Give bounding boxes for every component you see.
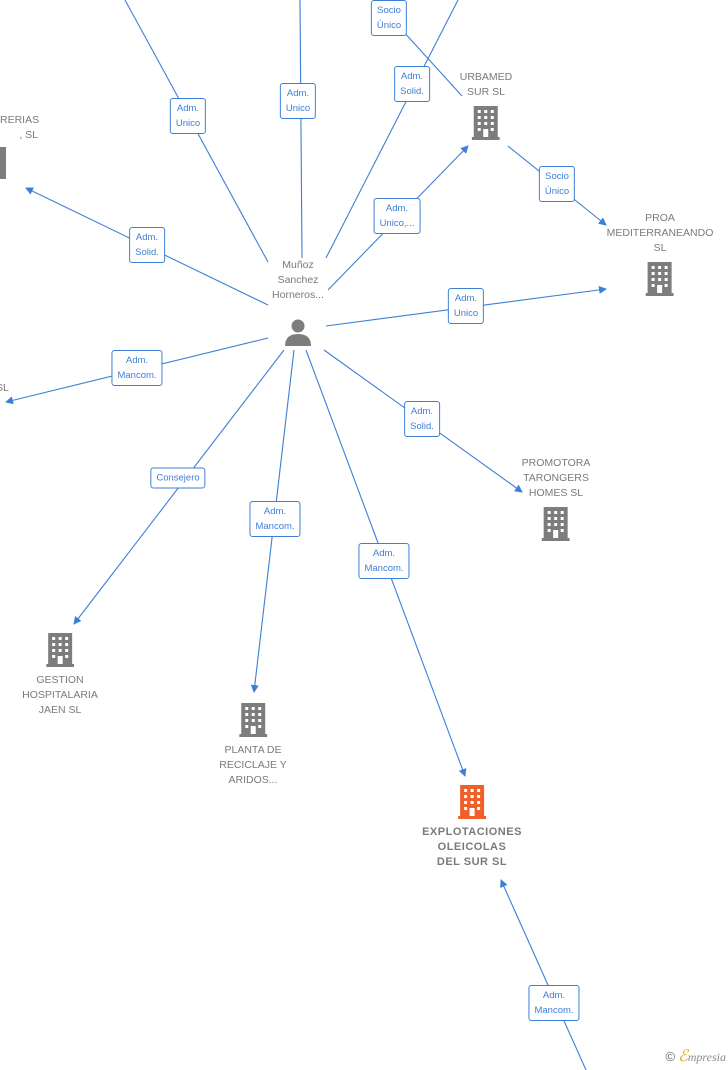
company-explotaciones-label: EXPLOTACIONES OLEICOLAS DEL SUR SL [422, 826, 522, 868]
company-left-top-label: RERIAS , SL [0, 114, 40, 141]
edge-label-urbamed[interactable]: Adm. Unico,... [373, 198, 421, 234]
building-icon [45, 633, 74, 667]
edge-label-top1[interactable]: Adm. Unico [169, 98, 207, 134]
edge-label-socio-proa[interactable]: Socio Único [538, 166, 576, 202]
empresia-logo: © ℰmpresia [665, 1048, 726, 1065]
edge-label-explotaciones[interactable]: Adm. Mancom. [358, 543, 410, 579]
company-planta[interactable]: PLANTA DE RECICLAJE Y ARIDOS... [219, 703, 287, 794]
edge-label-proa[interactable]: Adm. Unico [447, 288, 485, 324]
edge-label-promotora[interactable]: Adm. Solid. [404, 401, 440, 437]
edge-label-left-mid[interactable]: Adm. Mancom. [111, 350, 163, 386]
edge-line-top3 [325, 0, 459, 259]
company-left-mid[interactable]: SL [0, 381, 10, 396]
company-left-mid-label: SL [0, 382, 9, 394]
company-urbamed[interactable]: URBAMED SUR SL [459, 70, 513, 140]
edge-label-planta[interactable]: Adm. Mancom. [249, 501, 301, 537]
edge-label-left-top[interactable]: Adm. Solid. [129, 227, 165, 263]
building-icon [471, 106, 500, 140]
edge-label-top3[interactable]: Adm. Solid. [394, 66, 430, 102]
building-icon [542, 507, 570, 541]
edge-label-top2[interactable]: Adm. Unico [279, 83, 317, 119]
company-promotora-label: PROMOTORA TARONGERS HOMES SL [521, 457, 591, 499]
company-gestion[interactable]: GESTION HOSPITALARIA JAEN SL [22, 633, 98, 724]
edge-label-bottom[interactable]: Adm. Mancom. [528, 985, 580, 1021]
person-node[interactable]: Muñoz Sanchez Horneros... [272, 258, 324, 347]
company-urbamed-label: URBAMED SUR SL [459, 71, 513, 98]
building-icon [645, 262, 674, 296]
edge-label-top-socio[interactable]: Socio Único [370, 0, 408, 36]
company-gestion-label: GESTION HOSPITALARIA JAEN SL [22, 674, 98, 716]
company-promotora[interactable]: PROMOTORA TARONGERS HOMES SL [521, 456, 591, 541]
copyright-icon: © [665, 1049, 676, 1064]
company-planta-label: PLANTA DE RECICLAJE Y ARIDOS... [219, 744, 287, 786]
company-proa[interactable]: PROA MEDITERRANEANDO SL [606, 211, 714, 296]
edge-line-top-socio [401, 29, 463, 97]
person-icon [285, 319, 311, 346]
company-explotaciones[interactable]: EXPLOTACIONES OLEICOLAS DEL SUR SL [422, 785, 522, 876]
building-focus-icon [458, 785, 486, 819]
building-icon [0, 147, 6, 179]
company-proa-label: PROA MEDITERRANEANDO SL [606, 212, 714, 254]
company-left-top[interactable]: RERIAS , SL [0, 113, 40, 179]
edge-line-bottom [500, 879, 587, 1070]
edge-label-gestion[interactable]: Consejero [150, 467, 206, 489]
edge-line-top2 [299, 0, 303, 259]
building-icon [239, 703, 267, 737]
person-name: Muñoz Sanchez Horneros... [272, 259, 324, 301]
